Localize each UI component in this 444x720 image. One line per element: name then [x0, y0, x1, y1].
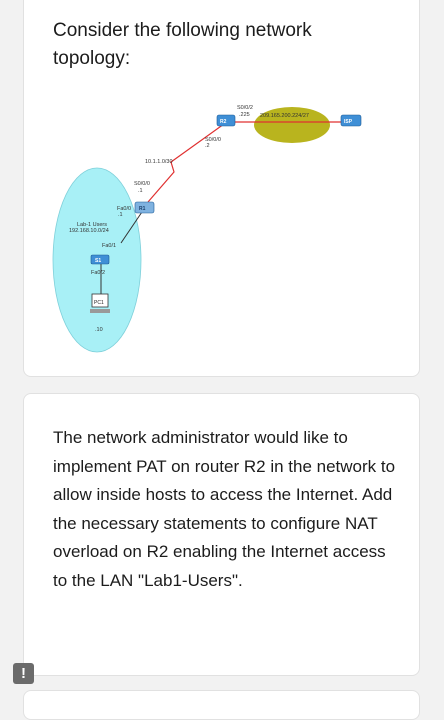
pc1-computer[interactable]: PC1 [90, 293, 110, 313]
router-isp[interactable]: ISP [340, 114, 362, 127]
task-card: The network administrator would like to … [23, 393, 420, 676]
r1-label: R1 [139, 206, 146, 212]
isp-network-area [254, 107, 330, 143]
r1-s1-link [120, 208, 145, 244]
pc1-label: PC1 [94, 300, 104, 306]
switch-s1[interactable]: S1 [90, 254, 110, 265]
r1-fa00-iface-label: Fa0/0 [117, 206, 131, 212]
network-topology-diagram: R2 ISP R1 S1 PC1 S0/0/2 .225 209.165.200… [52, 105, 362, 353]
r1-s000-ip-label: .1 [138, 188, 143, 194]
router-r2[interactable]: R2 [216, 114, 236, 127]
s1-label: S1 [95, 258, 101, 264]
question-card: Consider the following network topology:… [23, 0, 420, 377]
router-r1[interactable]: R1 [134, 201, 155, 214]
wan-network-label: 10.1.1.0/30 [145, 159, 173, 165]
pc1-ip-label: .10 [95, 327, 103, 333]
isp-network-label: 209.165.200.224/27 [260, 113, 309, 119]
next-card [23, 690, 420, 720]
r2-label: R2 [220, 119, 227, 125]
r2-s002-ip-label: .225 [239, 112, 250, 118]
r1-s000-iface-label: S0/0/0 [134, 181, 150, 187]
r1-fa00-ip-label: .1 [118, 212, 123, 218]
r1-r2-serial-link [147, 123, 225, 203]
s1-fa02-label: Fa0/2 [91, 270, 105, 276]
lan-network-label: 192.168.10.0/24 [69, 228, 109, 234]
isp-label: ISP [344, 119, 353, 125]
lan-name-label: Lab-1 Users [77, 222, 107, 228]
exclamation-icon[interactable]: ! [13, 663, 34, 684]
r2-s000-ip-label: .2 [205, 143, 210, 149]
r2-s000-iface-label: S0/0/0 [205, 137, 221, 143]
task-text: The network administrator would like to … [53, 428, 396, 590]
question-intro: Consider the following network topology: [53, 20, 312, 69]
r2-s002-iface-label: S0/0/2 [237, 105, 253, 111]
s1-fa01-label: Fa0/1 [102, 243, 116, 249]
